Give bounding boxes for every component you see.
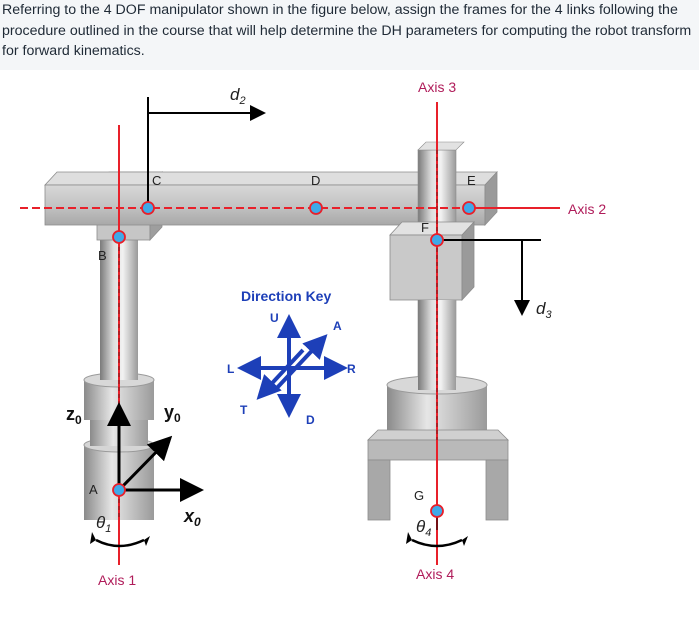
theta1-rotation-icon — [95, 538, 145, 548]
axis-3-label: Axis 3 — [418, 79, 456, 95]
joint-e-dot — [462, 201, 476, 215]
theta4-rotation-icon — [411, 538, 463, 548]
d2-label: d2 — [230, 85, 246, 107]
joint-f-block — [389, 234, 463, 301]
theta1-label: θ1 — [96, 513, 111, 535]
label-f: F — [421, 220, 429, 235]
frame-labels: z0 y0 x0 — [66, 402, 201, 529]
label-e: E — [467, 173, 476, 188]
y0-arrow — [117, 435, 173, 492]
direction-left-label: L — [227, 362, 234, 376]
joint-a-dot — [112, 483, 126, 497]
gripper-finger-left — [367, 459, 391, 521]
direction-up-label: U — [270, 311, 279, 325]
axis-2-label: Axis 2 — [568, 201, 606, 217]
rotation-arrows — [90, 511, 468, 548]
y0-label: y0 — [164, 402, 181, 425]
theta4-label: θ4 — [416, 517, 431, 539]
z0-label: z0 — [66, 404, 82, 427]
question-text: Referring to the 4 DOF manipulator shown… — [2, 2, 692, 59]
axis-labels: Axis 1 Axis 2 Axis 3 Axis 4 — [98, 79, 606, 588]
point-labels: A B C D E F G — [89, 173, 476, 503]
direction-toward-arrow — [256, 348, 305, 400]
displacement-arrows — [147, 97, 541, 316]
joint-d-dot — [309, 201, 323, 215]
label-g: G — [414, 488, 424, 503]
direction-key: Direction Key U A L R T D — [227, 288, 356, 427]
manipulator-figure: A B C D E F G Axis 1 Axis 2 Axis 3 Axis … — [0, 70, 699, 625]
d3-label: d3 — [536, 299, 552, 321]
question-panel: Referring to the 4 DOF manipulator shown… — [0, 0, 699, 70]
joint-points — [112, 201, 476, 518]
axis-1-label: Axis 1 — [98, 572, 136, 588]
gripper-finger-right — [485, 459, 509, 521]
base-frame — [107, 402, 204, 502]
direction-away-label: A — [333, 319, 342, 333]
label-c: C — [152, 173, 161, 188]
x0-label: x0 — [183, 506, 201, 529]
joint-c-dot — [141, 201, 155, 215]
joint-b-dot — [112, 230, 126, 244]
joint-g-dot — [430, 504, 444, 518]
label-d: D — [311, 173, 320, 188]
axis-4-label: Axis 4 — [416, 566, 454, 582]
joint-f-dot — [430, 233, 444, 247]
direction-toward-label: T — [240, 403, 248, 417]
label-a: A — [89, 482, 98, 497]
label-b: B — [98, 248, 107, 263]
direction-away-arrow — [273, 334, 328, 392]
joint-variables: θ1 θ4 d2 d3 — [96, 85, 552, 539]
direction-key-title: Direction Key — [241, 288, 331, 304]
direction-down-label: D — [306, 413, 315, 427]
direction-right-label: R — [347, 362, 356, 376]
